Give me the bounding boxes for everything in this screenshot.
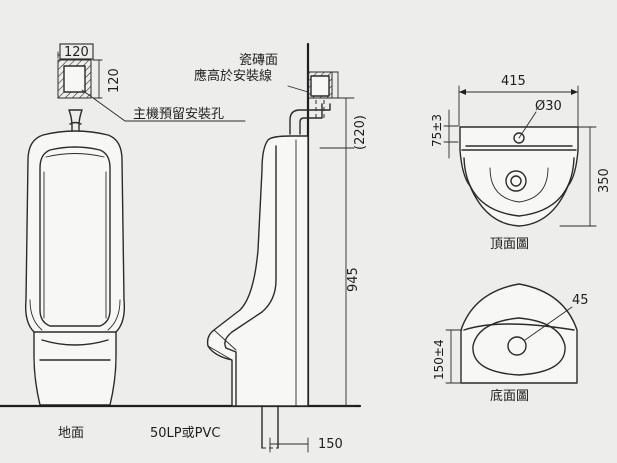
- dim-d30-label: Ø30: [535, 99, 562, 114]
- top-supply-hole: [513, 132, 525, 144]
- supply-pipe: [68, 109, 83, 135]
- urinal-side-body: [206, 135, 309, 407]
- top-drain-inner: [510, 175, 522, 187]
- dim-220-label: (220): [353, 115, 368, 150]
- host-hole-leader: [81, 89, 246, 122]
- top-view-title: 頂面圖: [490, 237, 529, 252]
- dim-415-label: 415: [501, 74, 526, 89]
- bottom-view-title: 底面圖: [490, 388, 529, 404]
- urinal-front-bowl: [39, 146, 111, 327]
- top-view: 415 75±3 Ø30 350 頂面圖: [430, 74, 612, 252]
- box-width-label: 120: [64, 45, 89, 60]
- drain-pipe: [261, 405, 279, 449]
- box-height-label: 120: [107, 68, 122, 93]
- urinal-front-body: [24, 130, 126, 406]
- front-view: 120 120 主機預留安裝孔: [24, 43, 246, 406]
- bottom-view: 45 150±4 底面圖: [432, 283, 589, 404]
- dim-45-label: 45: [572, 293, 589, 308]
- host-hole-label: 主機預留安裝孔: [133, 107, 224, 122]
- drain-pipe-label: 50LP或PVC: [150, 426, 220, 441]
- top-drain-outer: [505, 170, 527, 192]
- dim-945-label: 945: [346, 267, 361, 292]
- side-view: 瓷磚面 應高於安裝線 150 50LP或PVC (220) 945: [150, 42, 368, 453]
- dim-150-label: 150: [318, 437, 343, 452]
- bottom-view-body: [460, 283, 578, 384]
- dim-350-label: 350: [597, 168, 612, 193]
- mounting-box: 120 120: [57, 43, 122, 99]
- dim-150-4-label: 150±4: [432, 339, 446, 380]
- floor-label: 地面: [58, 426, 84, 441]
- side-supply-pipe: [289, 103, 331, 135]
- tile-face-label-line1: 瓷磚面: [239, 53, 278, 68]
- dim-75-label: 75±3: [430, 114, 444, 147]
- bottom-drain-outlet: [507, 336, 527, 356]
- tile-face-label-line2: 應高於安裝線: [194, 68, 272, 84]
